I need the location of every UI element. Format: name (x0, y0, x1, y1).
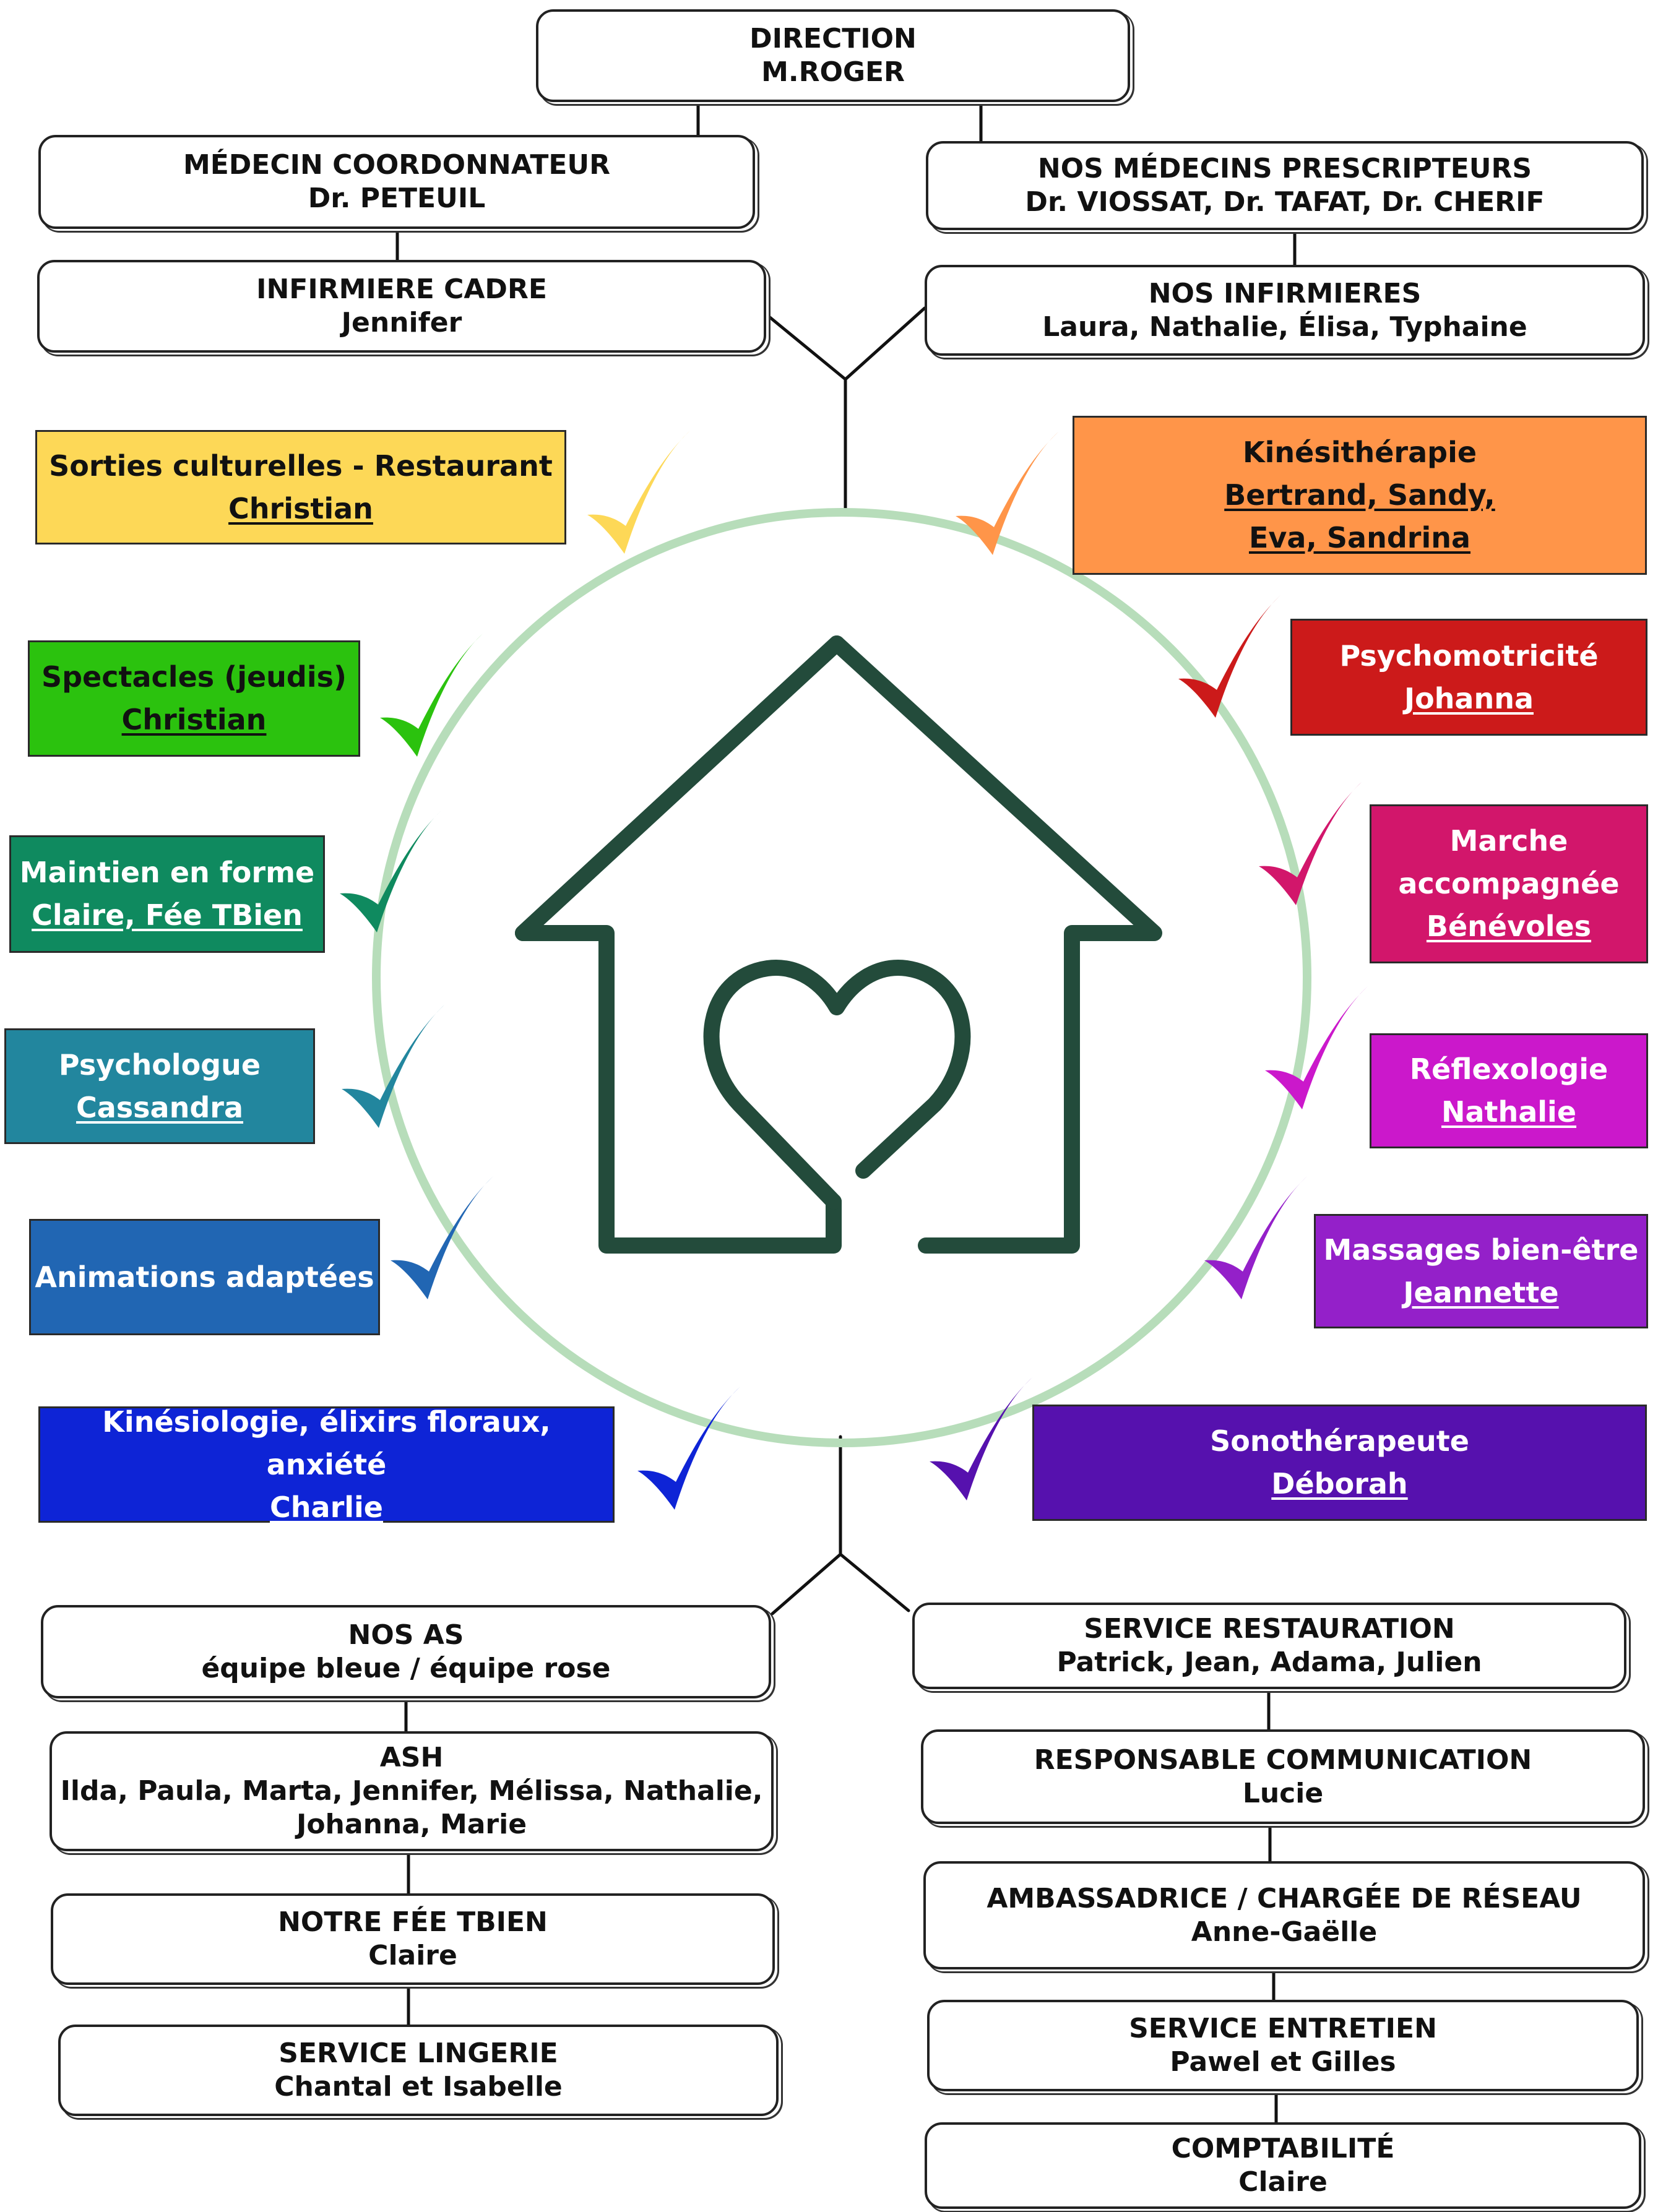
box-title: SERVICE RESTAURATION (1084, 1613, 1455, 1645)
activity-person: Johanna (1404, 681, 1534, 715)
activity-person: Nathalie (1441, 1095, 1577, 1129)
box-title: SERVICE LINGERIE (278, 2038, 558, 2070)
box-title: NOS AS (348, 1619, 464, 1651)
activity-psychomotricite: Psychomotricité Johanna (1290, 619, 1647, 736)
activity-spectacles: Spectacles (jeudis) Christian (28, 640, 360, 757)
activity-person: Claire, Fée TBien (32, 898, 303, 932)
check-icon (637, 1387, 740, 1510)
box-names: Patrick, Jean, Adama, Julien (1056, 1646, 1482, 1678)
activity-person-line2: Eva, Sandrina (1248, 521, 1471, 554)
activity-massages-bien-etre: Massages bien-être Jeannette (1314, 1214, 1648, 1328)
activity-title: Réflexologie (1409, 1052, 1608, 1086)
activity-person: Charlie (270, 1490, 383, 1524)
box-names: Ilda, Paula, Marta, Jennifer, Mélissa, N… (60, 1775, 763, 1807)
activity-title: Maintien en forme (19, 856, 315, 889)
box-infirmiere-cadre: INFIRMIERE CADRE Jennifer (37, 260, 766, 353)
check-icon (1204, 1176, 1307, 1299)
activity-sorties-culturelles: Sorties culturelles - Restaurant Christi… (35, 430, 566, 544)
activity-person: Déborah (1271, 1467, 1408, 1500)
activity-title: Massages bien-être (1323, 1233, 1639, 1267)
activity-title: Sonothérapeute (1210, 1424, 1469, 1458)
box-names: Anne-Gaëlle (1191, 1916, 1378, 1948)
activity-title: Sorties culturelles - Restaurant (49, 449, 553, 483)
activity-psychologue: Psychologue Cassandra (4, 1028, 315, 1144)
box-title: NOS MÉDECINS PRESCRIPTEURS (1037, 153, 1532, 185)
activity-person: Christian (121, 703, 267, 736)
check-icon (1259, 782, 1362, 905)
check-icon (1178, 595, 1281, 718)
box-notre-fee-tbien: NOTRE FÉE TBIEN Claire (51, 1893, 775, 1985)
activity-reflexologie: Réflexologie Nathalie (1370, 1033, 1648, 1148)
box-service-lingerie: SERVICE LINGERIE Chantal et Isabelle (58, 2025, 779, 2116)
center-circle (372, 508, 1311, 1447)
check-icon (340, 809, 443, 932)
box-title: SERVICE ENTRETIEN (1129, 2013, 1437, 2045)
activity-kinesitherapie: Kinésithérapie Bertrand, Sandy, Eva, San… (1073, 416, 1647, 575)
box-names: Claire (1238, 2166, 1328, 2198)
box-names-line2: Johanna, Marie (296, 1808, 527, 1840)
activity-person: Christian (228, 491, 373, 525)
activity-title: Animations adaptées (35, 1260, 374, 1294)
box-title: MÉDECIN COORDONNATEUR (183, 149, 611, 181)
box-medecin-coordonnateur: MÉDECIN COORDONNATEUR Dr. PETEUIL (38, 135, 755, 229)
check-icon (1265, 986, 1368, 1109)
box-responsable-communication: RESPONSABLE COMMUNICATION Lucie (921, 1729, 1645, 1824)
box-names: Pawel et Gilles (1170, 2046, 1396, 2078)
check-icon (956, 432, 1058, 555)
box-names: M.ROGER (761, 56, 905, 88)
box-names: Dr. PETEUIL (308, 183, 486, 214)
check-icon (380, 634, 483, 757)
activity-kinesiologie: Kinésiologie, élixirs floraux, anxiété C… (38, 1405, 615, 1524)
box-title: COMPTABILITÉ (1171, 2133, 1395, 2165)
box-title: DIRECTION (749, 23, 917, 55)
check-icon (342, 1005, 444, 1128)
box-ash: ASH Ilda, Paula, Marta, Jennifer, Méliss… (50, 1731, 774, 1851)
box-nos-infirmieres: NOS INFIRMIERES Laura, Nathalie, Élisa, … (925, 265, 1645, 356)
box-names: Chantal et Isabelle (274, 2071, 563, 2102)
activity-animations-adaptees: Animations adaptées (29, 1219, 380, 1335)
check-icon (587, 431, 690, 554)
house-heart-icon (515, 635, 1162, 1254)
box-ambassadrice: AMBASSADRICE / CHARGÉE DE RÉSEAU Anne-Ga… (923, 1861, 1645, 1969)
box-title: INFIRMIERE CADRE (256, 273, 547, 306)
box-names: Dr. VIOSSAT, Dr. TAFAT, Dr. CHERIF (1025, 186, 1545, 218)
activity-title: Marche (1449, 824, 1568, 858)
activity-title: Kinésithérapie (1242, 436, 1477, 469)
box-title: RESPONSABLE COMMUNICATION (1034, 1744, 1532, 1776)
box-title: ASH (379, 1742, 444, 1774)
box-service-entretien: SERVICE ENTRETIEN Pawel et Gilles (927, 2000, 1639, 2091)
activity-title: Kinésiologie, élixirs floraux, anxiété (102, 1405, 551, 1481)
check-icon (930, 1377, 1032, 1500)
box-title: NOS INFIRMIERES (1148, 277, 1422, 309)
box-names: équipe bleue / équipe rose (201, 1652, 611, 1684)
activity-marche-accompagnee: Marche accompagnée Bénévoles (1370, 804, 1648, 963)
box-comptabilite: COMPTABILITÉ Claire (925, 2122, 1641, 2209)
box-medecins-prescripteurs: NOS MÉDECINS PRESCRIPTEURS Dr. VIOSSAT, … (926, 141, 1644, 230)
box-direction: DIRECTION M.ROGER (536, 9, 1130, 102)
box-title: NOTRE FÉE TBIEN (278, 1906, 548, 1939)
box-names: Laura, Nathalie, Élisa, Typhaine (1042, 311, 1527, 343)
activity-maintien-en-forme: Maintien en forme Claire, Fée TBien (9, 835, 325, 953)
box-names: Lucie (1242, 1777, 1324, 1809)
activity-person: Cassandra (76, 1090, 243, 1124)
box-title: AMBASSADRICE / CHARGÉE DE RÉSEAU (987, 1882, 1582, 1914)
check-icon (391, 1176, 493, 1299)
activity-title-line2: accompagnée (1398, 867, 1620, 900)
activity-title: Psychomotricité (1339, 639, 1599, 673)
box-service-restauration: SERVICE RESTAURATION Patrick, Jean, Adam… (912, 1603, 1626, 1689)
box-names: Jennifer (341, 307, 462, 338)
box-nos-as: NOS AS équipe bleue / équipe rose (41, 1605, 771, 1698)
activity-person: Bertrand, Sandy, (1224, 478, 1495, 512)
activity-sonotherapeute: Sonothérapeute Déborah (1032, 1405, 1647, 1521)
activity-person: Bénévoles (1426, 910, 1592, 943)
box-names: Claire (368, 1940, 457, 1971)
activity-title: Spectacles (jeudis) (41, 660, 347, 694)
activity-title: Psychologue (58, 1048, 261, 1082)
activity-person: Jeannette (1403, 1275, 1559, 1309)
